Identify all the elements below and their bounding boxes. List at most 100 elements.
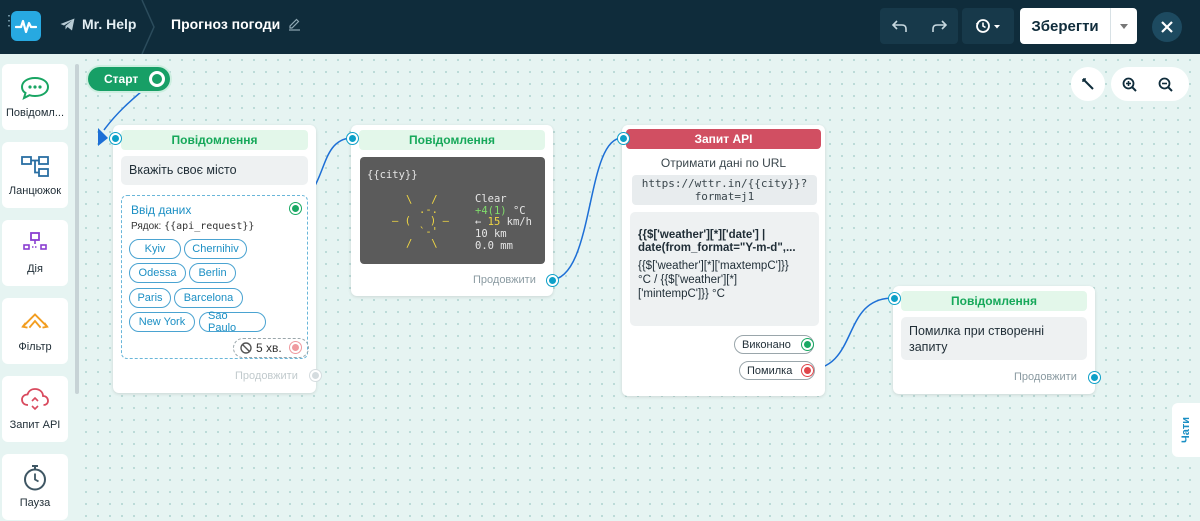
message-node-2[interactable]: Повідомлення {{city}} \ / .-. ― ( ) ― `-…	[347, 125, 558, 296]
chain-icon	[20, 153, 50, 179]
magic-layout-button[interactable]	[1071, 67, 1105, 101]
undo-button[interactable]	[880, 8, 919, 44]
node-header: Повідомлення	[359, 130, 545, 150]
api-response-template[interactable]: {{$['weather'][*]['date'] | date(from_fo…	[630, 212, 819, 326]
input-title: Ввід даних	[131, 203, 192, 217]
zoom-in-button[interactable]	[1111, 67, 1147, 101]
edit-pencil-icon[interactable]	[288, 18, 301, 31]
terminal-city: {{city}}	[367, 169, 418, 181]
sidebar-item-label: Пауза	[19, 497, 51, 509]
blocks-sidebar: Повідомл... Ланцюжок Дія Фільтр Запит AP…	[0, 54, 80, 521]
redo-icon	[931, 20, 947, 32]
message-node-error[interactable]: Повідомлення Помилка при створенні запит…	[889, 286, 1100, 394]
input-connector-port[interactable]	[110, 133, 121, 144]
weather-condition: Clear	[475, 193, 507, 205]
quick-reply-chip[interactable]: Sao Paulo	[199, 310, 266, 334]
quick-reply-chip[interactable]: Barcelona	[174, 288, 243, 308]
temp-value: +4	[475, 205, 488, 217]
input-connector-port[interactable]	[618, 133, 629, 144]
input-connector-port[interactable]	[347, 133, 358, 144]
flow-title[interactable]: Прогноз погоди	[171, 16, 301, 32]
node-header: Повідомлення	[121, 130, 308, 150]
sidebar-item-label: Запит API	[9, 419, 61, 431]
chat-bubble-icon	[20, 75, 50, 101]
zoom-out-icon	[1158, 77, 1173, 92]
sun-line-4: `-'	[419, 226, 438, 238]
close-button[interactable]	[1152, 12, 1182, 42]
app-logo-icon[interactable]	[11, 11, 41, 41]
message-text[interactable]: Помилка при створенні запиту	[901, 317, 1087, 360]
top-bar: ⋮ Mr. Help Прогноз погоди Зберегти	[0, 0, 1200, 54]
telegram-icon	[60, 18, 75, 30]
quick-reply-chip[interactable]: Kyiv	[129, 239, 181, 259]
status-error-label: Помилка	[747, 364, 793, 377]
flow-title-text: Прогноз погоди	[171, 16, 281, 32]
input-port[interactable]	[290, 203, 301, 214]
weather-preview: {{city}} \ / .-. ― ( ) ― `-' / \ Clear +…	[360, 157, 545, 264]
wind-unit: km/h	[500, 216, 532, 228]
history-button[interactable]	[962, 8, 1014, 44]
status-success-label: Виконано	[742, 338, 791, 351]
node-header: Запит API	[626, 129, 821, 149]
bot-name-link[interactable]: Mr. Help	[60, 16, 136, 32]
weather-visibility: 10 km	[475, 228, 507, 240]
sidebar-item-label: Повідомл...	[6, 107, 64, 119]
sidebar-item-message[interactable]: Повідомл...	[2, 64, 68, 130]
continue-port[interactable]	[310, 370, 321, 381]
resp-bold-2: date(from_format="Y-m-d",...	[638, 242, 796, 254]
continue-label: Продовжити	[473, 274, 536, 286]
timeout-badge[interactable]: 5 хв.	[233, 338, 309, 358]
continue-port[interactable]	[547, 275, 558, 286]
quick-reply-chip[interactable]: Odessa	[129, 263, 186, 283]
api-request-node[interactable]: Запит API Отримати дані по URL https://w…	[618, 125, 825, 396]
sidebar-item-action[interactable]: Дія	[2, 220, 68, 286]
zoom-in-icon	[1122, 77, 1137, 92]
sidebar-scrollbar[interactable]	[75, 64, 79, 394]
success-port[interactable]	[802, 339, 813, 350]
api-url[interactable]: https://wttr.in/{{city}}? format=j1	[632, 175, 817, 205]
error-port[interactable]	[802, 365, 813, 376]
message-line-1: Помилка при створенні	[909, 324, 1045, 338]
node-header: Повідомлення	[901, 291, 1087, 311]
sidebar-item-filter[interactable]: Фільтр	[2, 298, 68, 364]
resp-line-2: °C / {{$['weather'][*]	[638, 274, 738, 286]
sidebar-item-chain[interactable]: Ланцюжок	[2, 142, 68, 208]
status-error-chip[interactable]: Помилка	[739, 361, 816, 380]
start-port[interactable]	[149, 71, 165, 87]
sidebar-item-label: Дія	[27, 263, 43, 275]
timeout-port[interactable]	[290, 342, 301, 353]
undo-icon	[891, 20, 907, 32]
temp-feels: (1)	[487, 205, 507, 217]
sidebar-item-pause[interactable]: Пауза	[2, 454, 68, 520]
wind-value: 15	[487, 216, 501, 228]
redo-button[interactable]	[919, 8, 958, 44]
sun-line-3: ― ( ) ―	[392, 215, 449, 227]
wind-arrow: ←	[475, 216, 488, 228]
quick-reply-chip[interactable]: Berlin	[189, 263, 236, 283]
bot-name: Mr. Help	[82, 16, 137, 32]
start-node[interactable]: Старт	[88, 67, 170, 91]
connector-arrow-icon	[98, 128, 108, 146]
data-input-block[interactable]: Ввід даних Рядок: {{api_request}} Kyiv C…	[121, 195, 309, 359]
magic-wand-icon	[1082, 78, 1094, 90]
zoom-out-button[interactable]	[1147, 67, 1183, 101]
message-node-1[interactable]: Повідомлення Вкажіть своє місто Ввід дан…	[110, 125, 321, 393]
api-cloud-icon	[20, 387, 50, 413]
row-value: {{api_request}}	[164, 221, 255, 232]
message-text[interactable]: Вкажіть своє місто	[121, 156, 308, 185]
sun-line-1: \ /	[406, 194, 438, 206]
quick-reply-chip[interactable]: New York	[129, 312, 195, 332]
quick-reply-chip[interactable]: Chernihiv	[184, 239, 247, 259]
weather-precip: 0.0 mm	[475, 240, 513, 252]
sidebar-item-api[interactable]: Запит API	[2, 376, 68, 442]
input-connector-port[interactable]	[889, 293, 900, 304]
status-success-chip[interactable]: Виконано	[734, 335, 814, 354]
continue-port[interactable]	[1089, 372, 1100, 383]
save-options-dropdown[interactable]	[1110, 8, 1137, 44]
chats-tab[interactable]: Чати	[1172, 403, 1200, 457]
temp-unit: °C	[506, 205, 526, 217]
save-button[interactable]: Зберегти	[1020, 8, 1137, 44]
filter-icon	[20, 309, 50, 335]
sidebar-item-label: Ланцюжок	[8, 185, 62, 197]
quick-reply-chip[interactable]: Paris	[129, 288, 171, 308]
